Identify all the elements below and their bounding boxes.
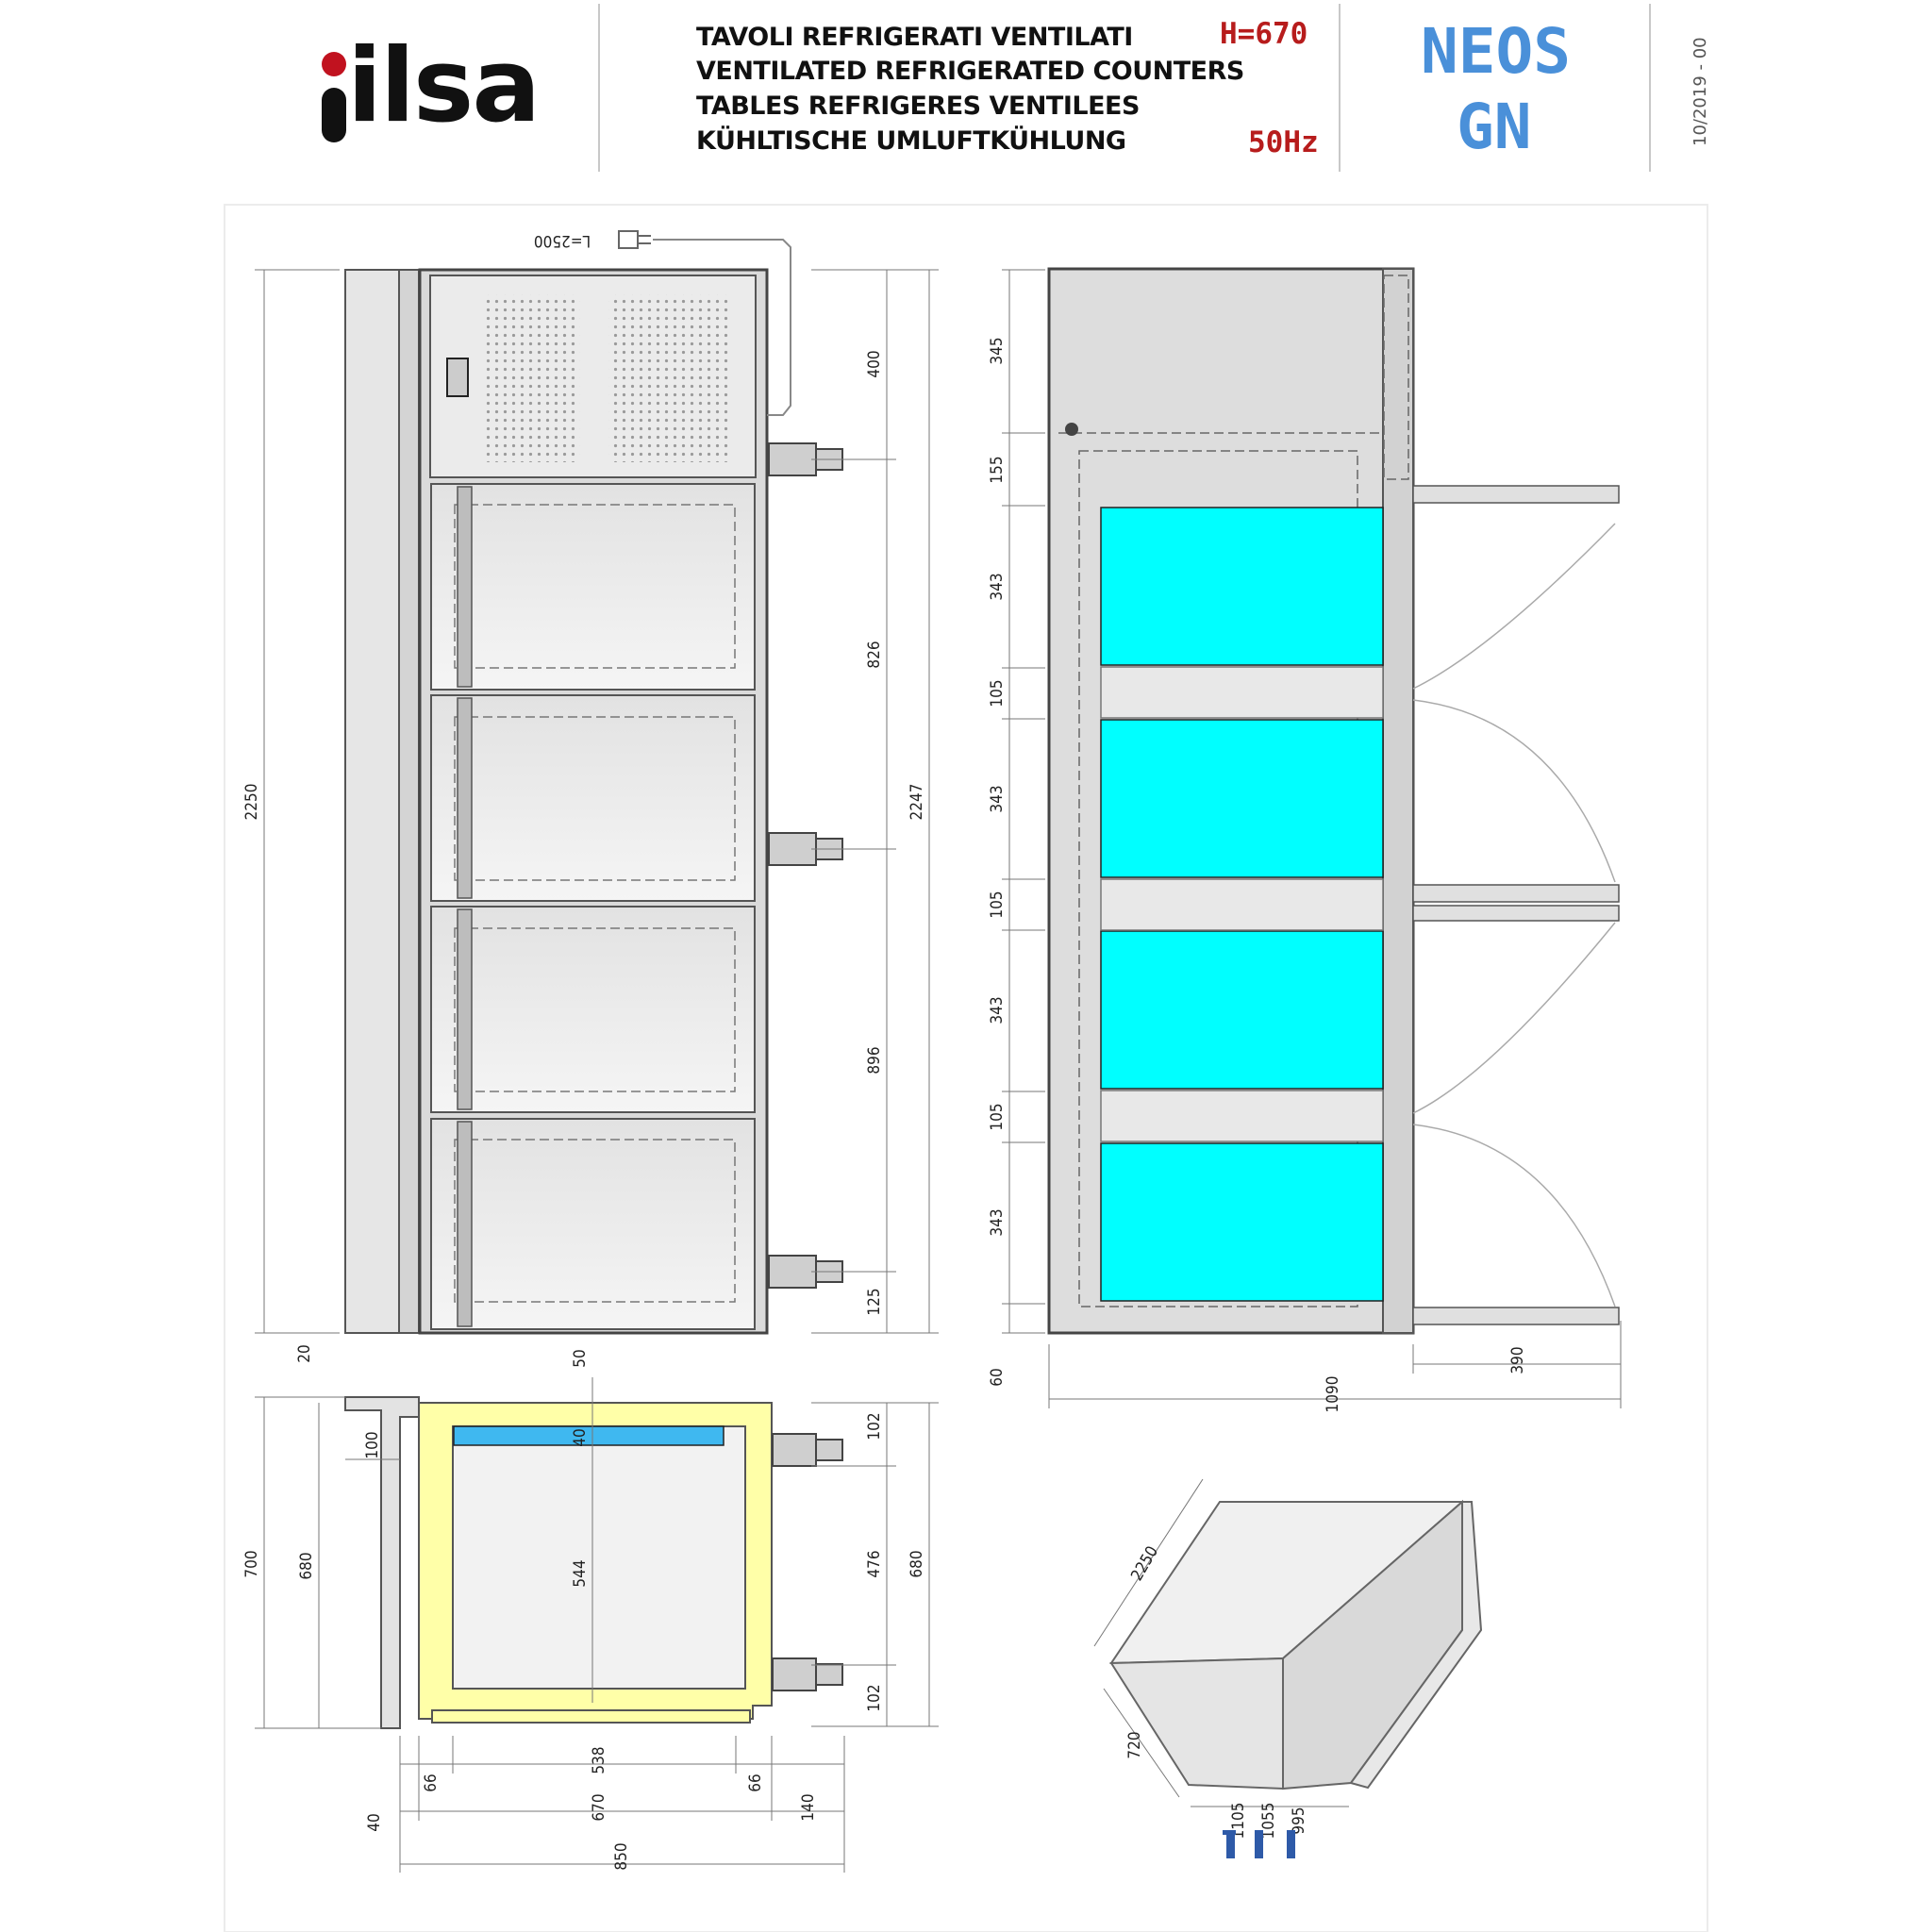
- iso-depth: 720: [1125, 1731, 1144, 1758]
- shelf-1: [1100, 507, 1384, 666]
- door-swing-arcs: [1412, 523, 1616, 1307]
- dim-shelf-3: 343: [988, 996, 1007, 1024]
- brand-logo: ilsa: [347, 27, 541, 145]
- hinge-pins: [768, 442, 843, 1289]
- front-view: [344, 230, 843, 1335]
- dim-right-mid: 476: [865, 1550, 884, 1577]
- dim-tray: 40: [571, 1428, 590, 1446]
- vent-grille-left: [484, 294, 580, 462]
- power-cable: [653, 239, 791, 416]
- height-spec: H=670: [1220, 17, 1308, 51]
- dim-total-length: 2250: [242, 784, 261, 821]
- dim-outer-height: 700: [242, 1550, 261, 1577]
- title-french: TABLES REFRIGERES VENTILEES: [696, 92, 1140, 121]
- section-pins: [772, 1433, 843, 1691]
- dim-top-gap: 20: [295, 1344, 314, 1362]
- worktop-edge: [398, 269, 420, 1334]
- dim-base-left: 40: [365, 1813, 384, 1831]
- dim-plan-depth: 1090: [1324, 1376, 1342, 1413]
- title-italian: TAVOLI REFRIGERATI VENTILATI: [696, 23, 1133, 52]
- gn-shelves: [1100, 507, 1384, 1302]
- iso-height-1: 1105: [1229, 1803, 1248, 1840]
- worktop-profile: [344, 1396, 420, 1729]
- section-dimensions: [255, 1377, 939, 1873]
- drawer-2: [430, 694, 756, 902]
- thermostat-display: [446, 358, 469, 397]
- plug-icon: [618, 230, 639, 249]
- dim-compressor: 400: [865, 350, 884, 377]
- dim-shelf-4: 343: [988, 1208, 1007, 1236]
- dim-spacer-2: 105: [988, 891, 1007, 918]
- drawer-4: [430, 1118, 756, 1330]
- dim-lower-drawers: 896: [865, 1046, 884, 1074]
- dim-total-width: 850: [612, 1842, 631, 1870]
- inner-cavity: [452, 1425, 746, 1690]
- dim-right-total: 680: [908, 1550, 926, 1577]
- gn-tray: [453, 1425, 724, 1446]
- dim-base: 125: [865, 1288, 884, 1315]
- vent-grille-right: [608, 294, 731, 462]
- header-divider: [1649, 4, 1651, 172]
- dim-body-width: 670: [590, 1793, 608, 1821]
- dim-side-left: 66: [422, 1774, 441, 1791]
- dim-right-bottom: 102: [865, 1684, 884, 1711]
- sheet-frame: [224, 204, 1708, 1932]
- dim-base-right: 140: [799, 1793, 818, 1821]
- dim-inner-width: 538: [590, 1746, 608, 1774]
- dim-plan-gap: 155: [988, 456, 1007, 483]
- shelf-2: [1100, 719, 1384, 878]
- logo-dot: [322, 52, 346, 76]
- dim-shelf-2: 343: [988, 785, 1007, 812]
- dim-right-top: 102: [865, 1412, 884, 1440]
- iso-height-3: 995: [1290, 1807, 1308, 1834]
- model-name: NEOS: [1421, 15, 1571, 88]
- header-divider: [598, 4, 600, 172]
- title-block: ilsa TAVOLI REFRIGERATI VENTILATI VENTIL…: [0, 0, 1932, 189]
- isometric-view: [1109, 1499, 1483, 1790]
- dim-side-right: 66: [746, 1774, 765, 1791]
- drawer-3: [430, 906, 756, 1113]
- iso-height-2: 1055: [1259, 1803, 1278, 1840]
- dim-spacer-1: 105: [988, 679, 1007, 707]
- front-dimensions: [255, 269, 939, 1334]
- shelf-4: [1100, 1142, 1384, 1302]
- iso-dimensions: [1093, 1478, 1349, 1807]
- drawer-runners: [1412, 485, 1620, 1325]
- plan-view: [1047, 267, 1620, 1335]
- plan-door-rail: [1382, 268, 1414, 1334]
- model-variant: GN: [1457, 91, 1532, 163]
- section-view: [344, 1396, 843, 1729]
- dim-plan-bottom: 60: [988, 1368, 1007, 1386]
- iso-front-face: [1109, 1657, 1284, 1790]
- dim-upper-drawers: 826: [865, 641, 884, 668]
- title-english: VENTILATED REFRIGERATED COUNTERS: [696, 57, 1244, 86]
- dim-overhang: 100: [363, 1431, 382, 1458]
- drain-icon: [1065, 423, 1078, 436]
- drawer-1: [430, 483, 756, 691]
- dim-plan-top: 345: [988, 337, 1007, 364]
- dim-top-insulation: 50: [571, 1349, 590, 1367]
- dim-door-swing: 390: [1508, 1346, 1527, 1374]
- frequency-spec: 50Hz: [1248, 125, 1319, 159]
- plan-dimensions: [1002, 269, 1622, 1408]
- logo-stem: [322, 88, 346, 142]
- dim-spacer-3: 105: [988, 1103, 1007, 1130]
- dim-body-height: 680: [297, 1552, 316, 1579]
- iso-height-markers: [1223, 1830, 1295, 1858]
- dim-inner-height: 544: [571, 1559, 590, 1587]
- shelf-3: [1100, 930, 1384, 1090]
- dim-shelf-1: 343: [988, 573, 1007, 600]
- dim-section-total: 2247: [908, 784, 926, 821]
- header-divider: [1339, 4, 1341, 172]
- title-german: KÜHLTISCHE UMLUFTKÜHLUNG: [696, 126, 1126, 156]
- cable-label: L=2500: [534, 231, 591, 250]
- drawers: [430, 483, 756, 1330]
